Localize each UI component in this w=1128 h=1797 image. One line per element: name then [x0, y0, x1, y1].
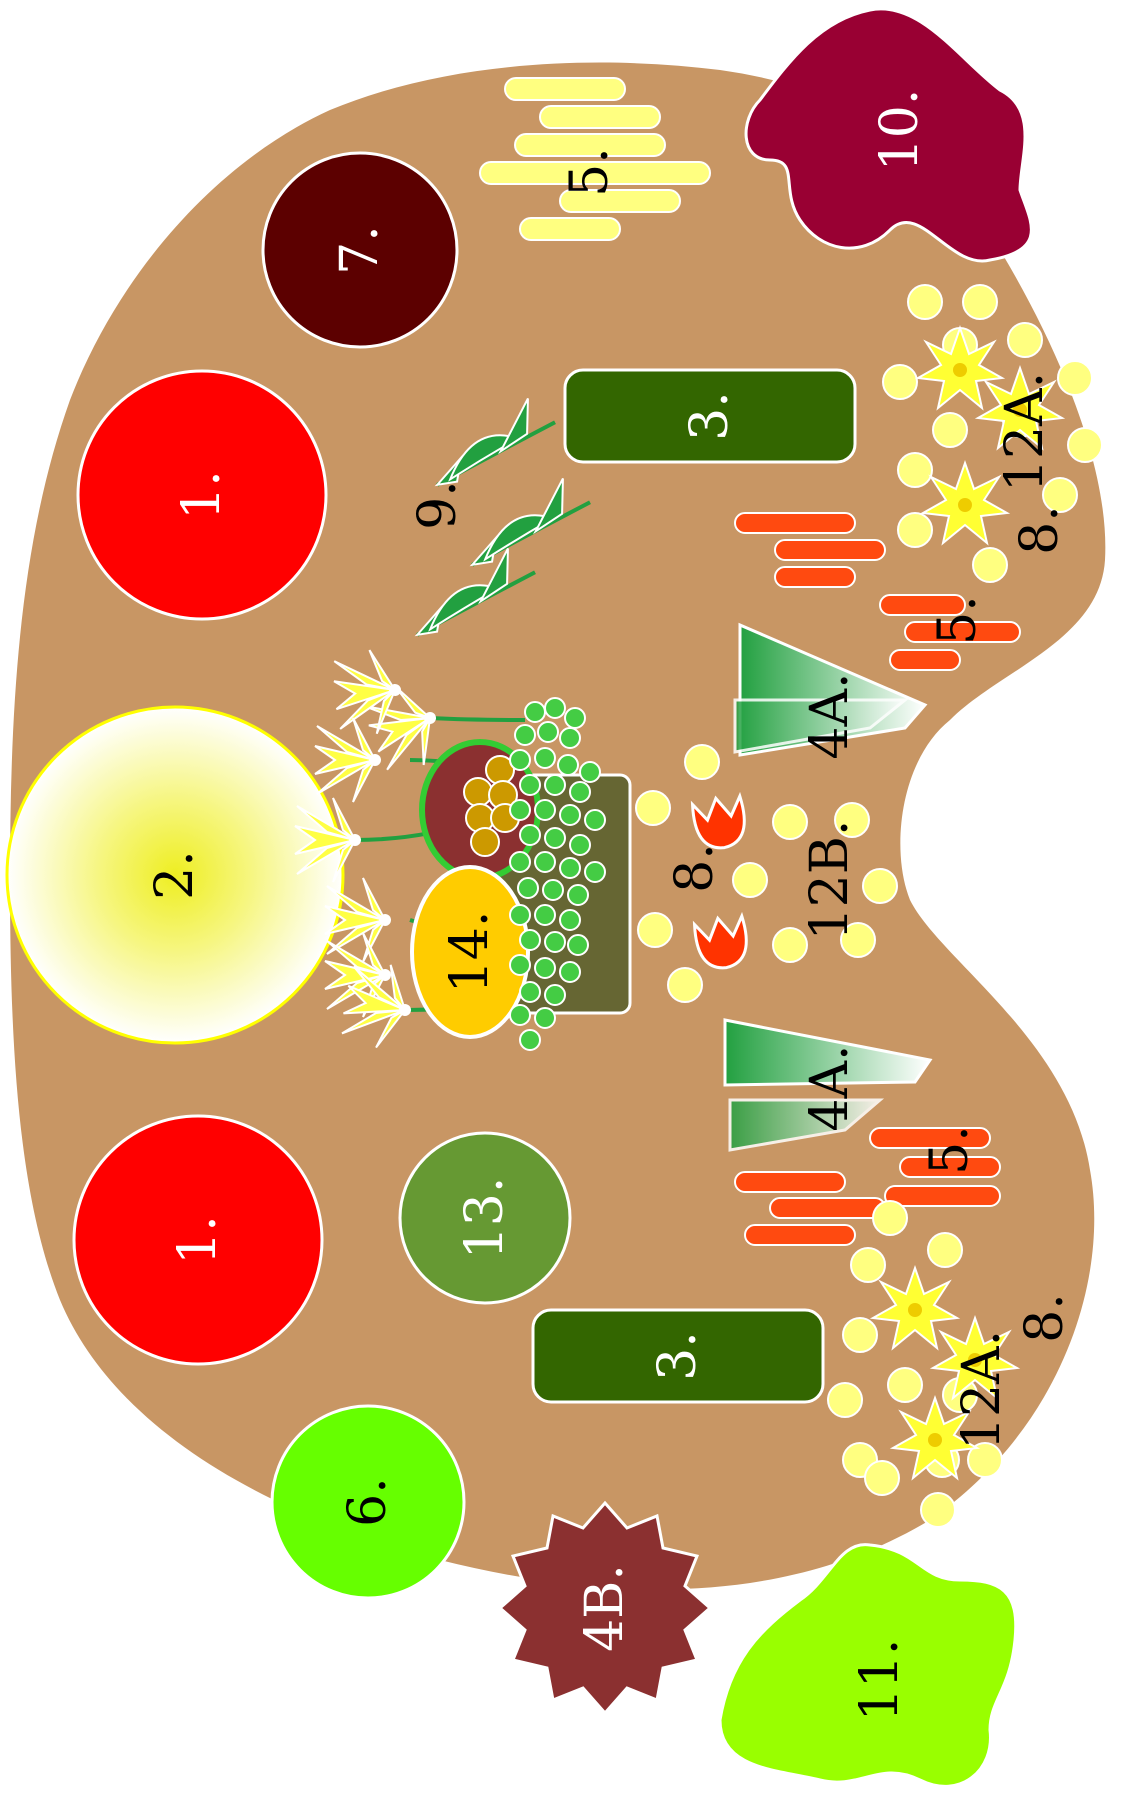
label-5-right-bottom: 5. [920, 1125, 980, 1175]
label-5-top: 5. [560, 147, 620, 197]
plant-3-top: 3. [565, 370, 855, 462]
label-12a-bottom: 12A. [952, 1330, 1012, 1450]
label-14: 14. [440, 911, 500, 994]
label-9: 9. [408, 480, 468, 530]
label-4a-top: 4A. [800, 672, 860, 759]
label-8-top: 8. [1010, 505, 1070, 555]
plant-11: 11. [720, 1545, 1016, 1787]
label-8-bottom: 8. [1015, 1293, 1075, 1343]
label-7: 7. [330, 225, 390, 275]
label-3-bottom: 3. [648, 1331, 708, 1381]
label-1-bottom: 1. [168, 1215, 228, 1265]
label-12b: 12B. [800, 820, 860, 941]
plant-6: 6. [272, 1406, 464, 1598]
label-3-top: 3. [680, 391, 740, 441]
plant-7: 7. [263, 153, 457, 347]
label-13: 13. [455, 1177, 515, 1260]
label-6: 6. [338, 1477, 398, 1527]
plant-1-bottom: 1. [74, 1116, 322, 1364]
label-11: 11. [850, 1639, 910, 1722]
label-2: 2. [145, 850, 205, 900]
label-8-middle: 8. [665, 843, 725, 893]
plant-1-top: 1. [78, 371, 326, 619]
plant-3-bottom: 3. [533, 1310, 823, 1402]
label-10: 10. [870, 89, 930, 172]
label-5-right-top: 5. [928, 595, 988, 645]
label-1-top: 1. [172, 470, 232, 520]
plant-2: 2. [7, 707, 343, 1043]
label-4a-bottom: 4A. [800, 1044, 860, 1131]
label-4b: 4B. [575, 1564, 635, 1652]
plant-13: 13. [400, 1133, 570, 1303]
label-12a-top: 12A. [995, 372, 1055, 492]
